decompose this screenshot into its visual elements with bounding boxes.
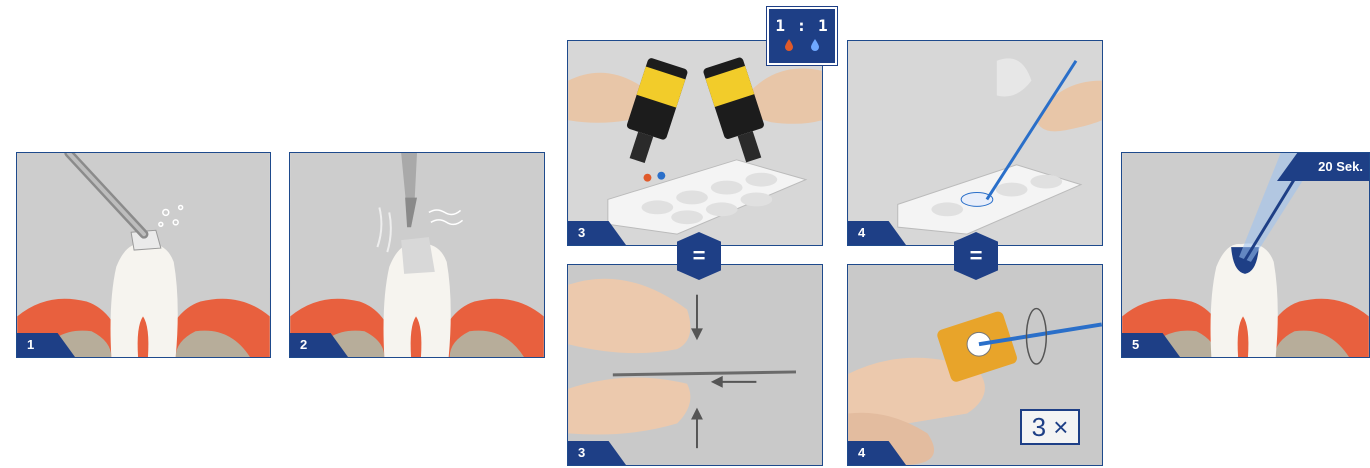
brush-applicator-illustration	[848, 41, 1102, 245]
rinse-illustration	[290, 153, 544, 357]
step-3-top-panel: 3	[567, 40, 823, 246]
etching-illustration	[17, 153, 270, 357]
dispensing-illustration	[568, 41, 822, 245]
blue-drop-icon	[811, 39, 819, 51]
step-2-panel: 2	[289, 152, 545, 358]
equals-badge: =	[677, 232, 721, 280]
step-1-panel: 1	[16, 152, 271, 358]
finger-press-illustration	[568, 265, 822, 465]
repeat-count-label: 3 ×	[1020, 409, 1080, 445]
step-5-panel: 20 Sek. 5	[1121, 152, 1370, 358]
light-curing-illustration	[1122, 153, 1369, 357]
mix-ratio-badge: 1 : 1	[767, 7, 837, 65]
step-4-bottom-panel: 3 × 4	[847, 264, 1103, 466]
mix-ratio-label: 1 : 1	[769, 16, 835, 35]
step-3-bottom-panel: 3	[567, 264, 823, 466]
step-4-top-panel: 4	[847, 40, 1103, 246]
equals-badge: =	[954, 232, 998, 280]
red-drop-icon	[785, 39, 793, 51]
